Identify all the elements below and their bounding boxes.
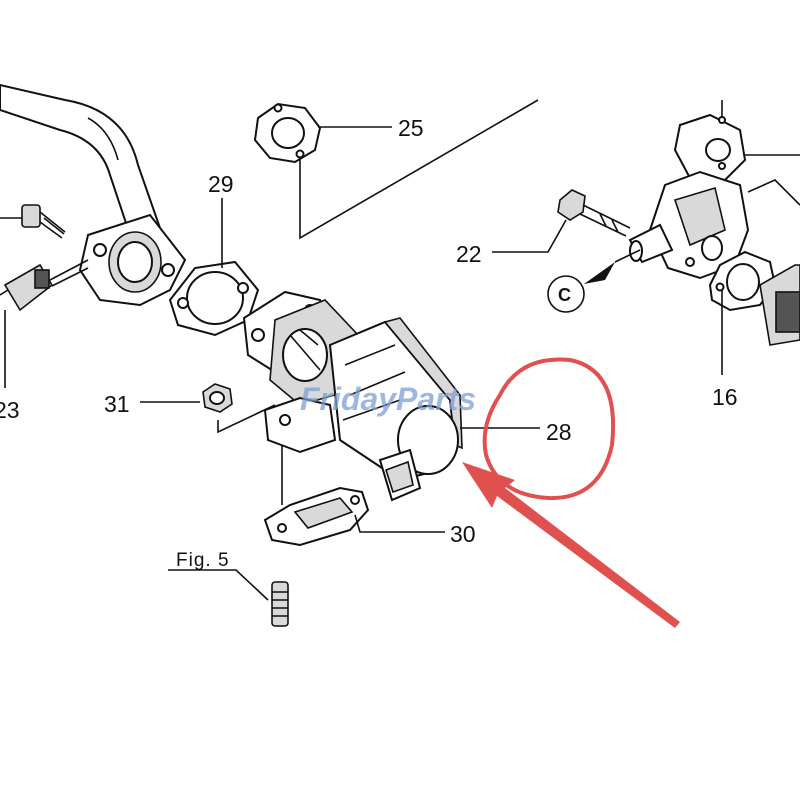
pipe-flange: [78, 213, 187, 307]
label-c: C: [558, 285, 571, 305]
label-29: 29: [208, 171, 234, 197]
gasket-25: [253, 102, 322, 164]
label-22: 22: [456, 241, 482, 267]
gasket-30: [263, 486, 370, 547]
label-30: 30: [450, 521, 476, 547]
gasket-16: [708, 250, 777, 312]
stud: [271, 581, 289, 627]
bracket-line-25: [299, 99, 539, 240]
nut-31: [202, 383, 233, 413]
label-fig5: Fig. 5: [176, 550, 230, 571]
label-31: 31: [104, 391, 130, 417]
leader-fig5: [168, 569, 269, 601]
leader-22: [492, 219, 567, 253]
bolt-left: [0, 204, 66, 239]
bracket-line-31: [217, 404, 276, 434]
highlight-circle: [482, 357, 615, 501]
right-valve-assembly: [628, 113, 750, 280]
leader-30: [354, 514, 445, 533]
bolt-22: [557, 189, 631, 237]
watermark: FridayParts: [300, 381, 476, 417]
right-connector: [759, 264, 800, 346]
label-25: 25: [398, 115, 424, 141]
label-28: 28: [546, 419, 572, 445]
highlight-annotation: [462, 357, 680, 628]
label-23: 23: [0, 397, 20, 423]
gasket-29: [168, 260, 260, 337]
highlight-arrow: [462, 462, 680, 628]
egr-valve-28: [242, 290, 463, 502]
sensor-part-23: [0, 259, 89, 312]
exhaust-pipe: [0, 83, 162, 237]
leader-right-edge-2: [747, 179, 800, 206]
label-16: 16: [712, 384, 738, 410]
reference-c: C: [547, 249, 641, 313]
